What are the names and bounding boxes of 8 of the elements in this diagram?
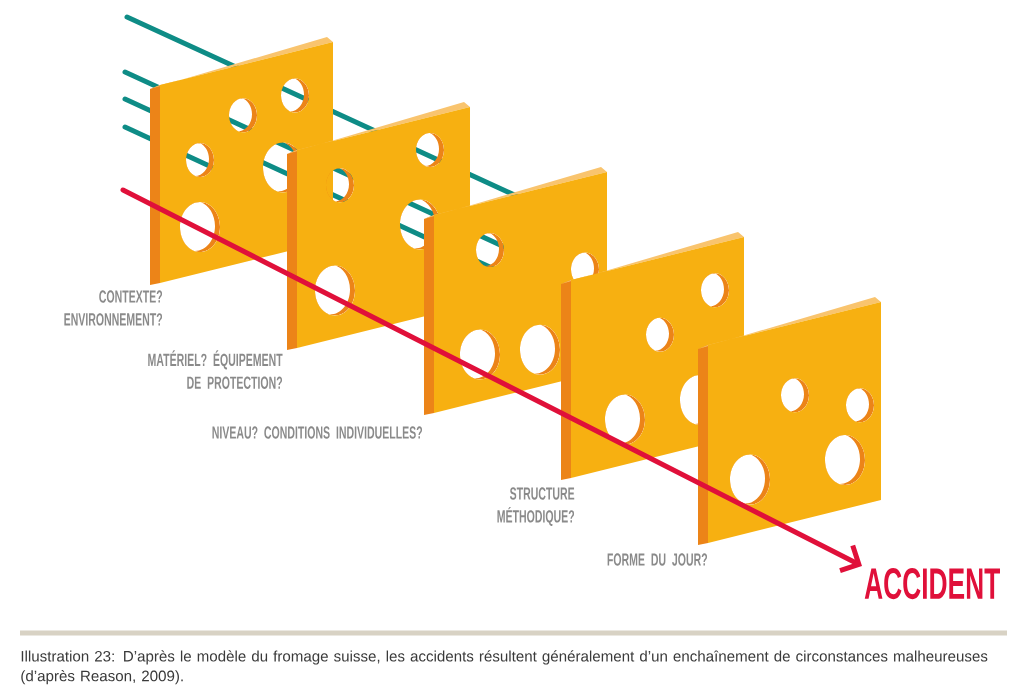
slice-label: MATÉRIEL? ÉQUIPEMENT DE PROTECTION? (148, 350, 283, 389)
outcome-label: ACCIDENT (864, 568, 1000, 600)
slice-label: CONTEXTE? ENVIRONNEMENT? (64, 290, 163, 326)
slice-label: NIVEAU? CONDITIONS INDIVIDUELLES? (212, 426, 423, 439)
slice-label: STRUCTURE MÉTHODIQUE? (497, 487, 575, 526)
caption: Illustration 23: D’après le modèle du fromage suisse, les accidents résultent généralement d’un enchaînement de circonstances malheureuses (d’après Reason, 2009). (21, 650, 988, 685)
arrow (120, 187, 862, 573)
slice-label: FORME DU JOUR? (607, 553, 708, 566)
